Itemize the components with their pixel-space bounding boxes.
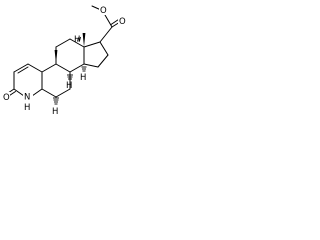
- bond: [41, 88, 57, 98]
- bond: [13, 63, 29, 73]
- bond: [55, 38, 71, 48]
- bond: [27, 63, 43, 73]
- bond: [83, 63, 99, 68]
- bond: [104, 14, 113, 28]
- stereo-hash-c5: [53, 97, 59, 105]
- ring-d: [83, 41, 109, 68]
- methyl-wedge: [82, 33, 86, 47]
- ester-oxygen-label: O: [100, 6, 107, 16]
- c8-hydrogen-label: H: [74, 35, 80, 45]
- c5-hydrogen-label: H: [52, 107, 58, 117]
- bond: [55, 88, 71, 98]
- stereo-hash-c8: [77, 36, 81, 42]
- c14-hydrogen-label: H: [80, 73, 86, 83]
- bond: [83, 41, 101, 48]
- nh-hydrogen-label: H: [24, 103, 30, 113]
- bond: [13, 88, 25, 97]
- stereo-hash-c14: [81, 66, 87, 72]
- bond: [55, 63, 71, 73]
- nitrogen-label: N: [24, 93, 30, 103]
- bond: [99, 41, 109, 56]
- bond: [41, 63, 57, 73]
- structural-formula: O N H H H H H O O: [2, 5, 127, 117]
- carbonyl-bond: [9, 91, 16, 96]
- c9-hydrogen-label: H: [66, 81, 72, 91]
- stereo-hash-c9: [67, 74, 73, 80]
- carbonyl-bond: [110, 19, 119, 25]
- bond: [69, 38, 85, 48]
- lactam-oxygen-label: O: [3, 93, 10, 103]
- methyl-wedge: [54, 50, 58, 64]
- carbonyl-oxygen-label: O: [119, 17, 126, 27]
- ring-a: [7, 63, 43, 97]
- bond: [97, 54, 109, 68]
- bond: [69, 63, 85, 73]
- bond: [31, 88, 43, 97]
- double-bond: [17, 66, 29, 74]
- bond: [99, 26, 113, 43]
